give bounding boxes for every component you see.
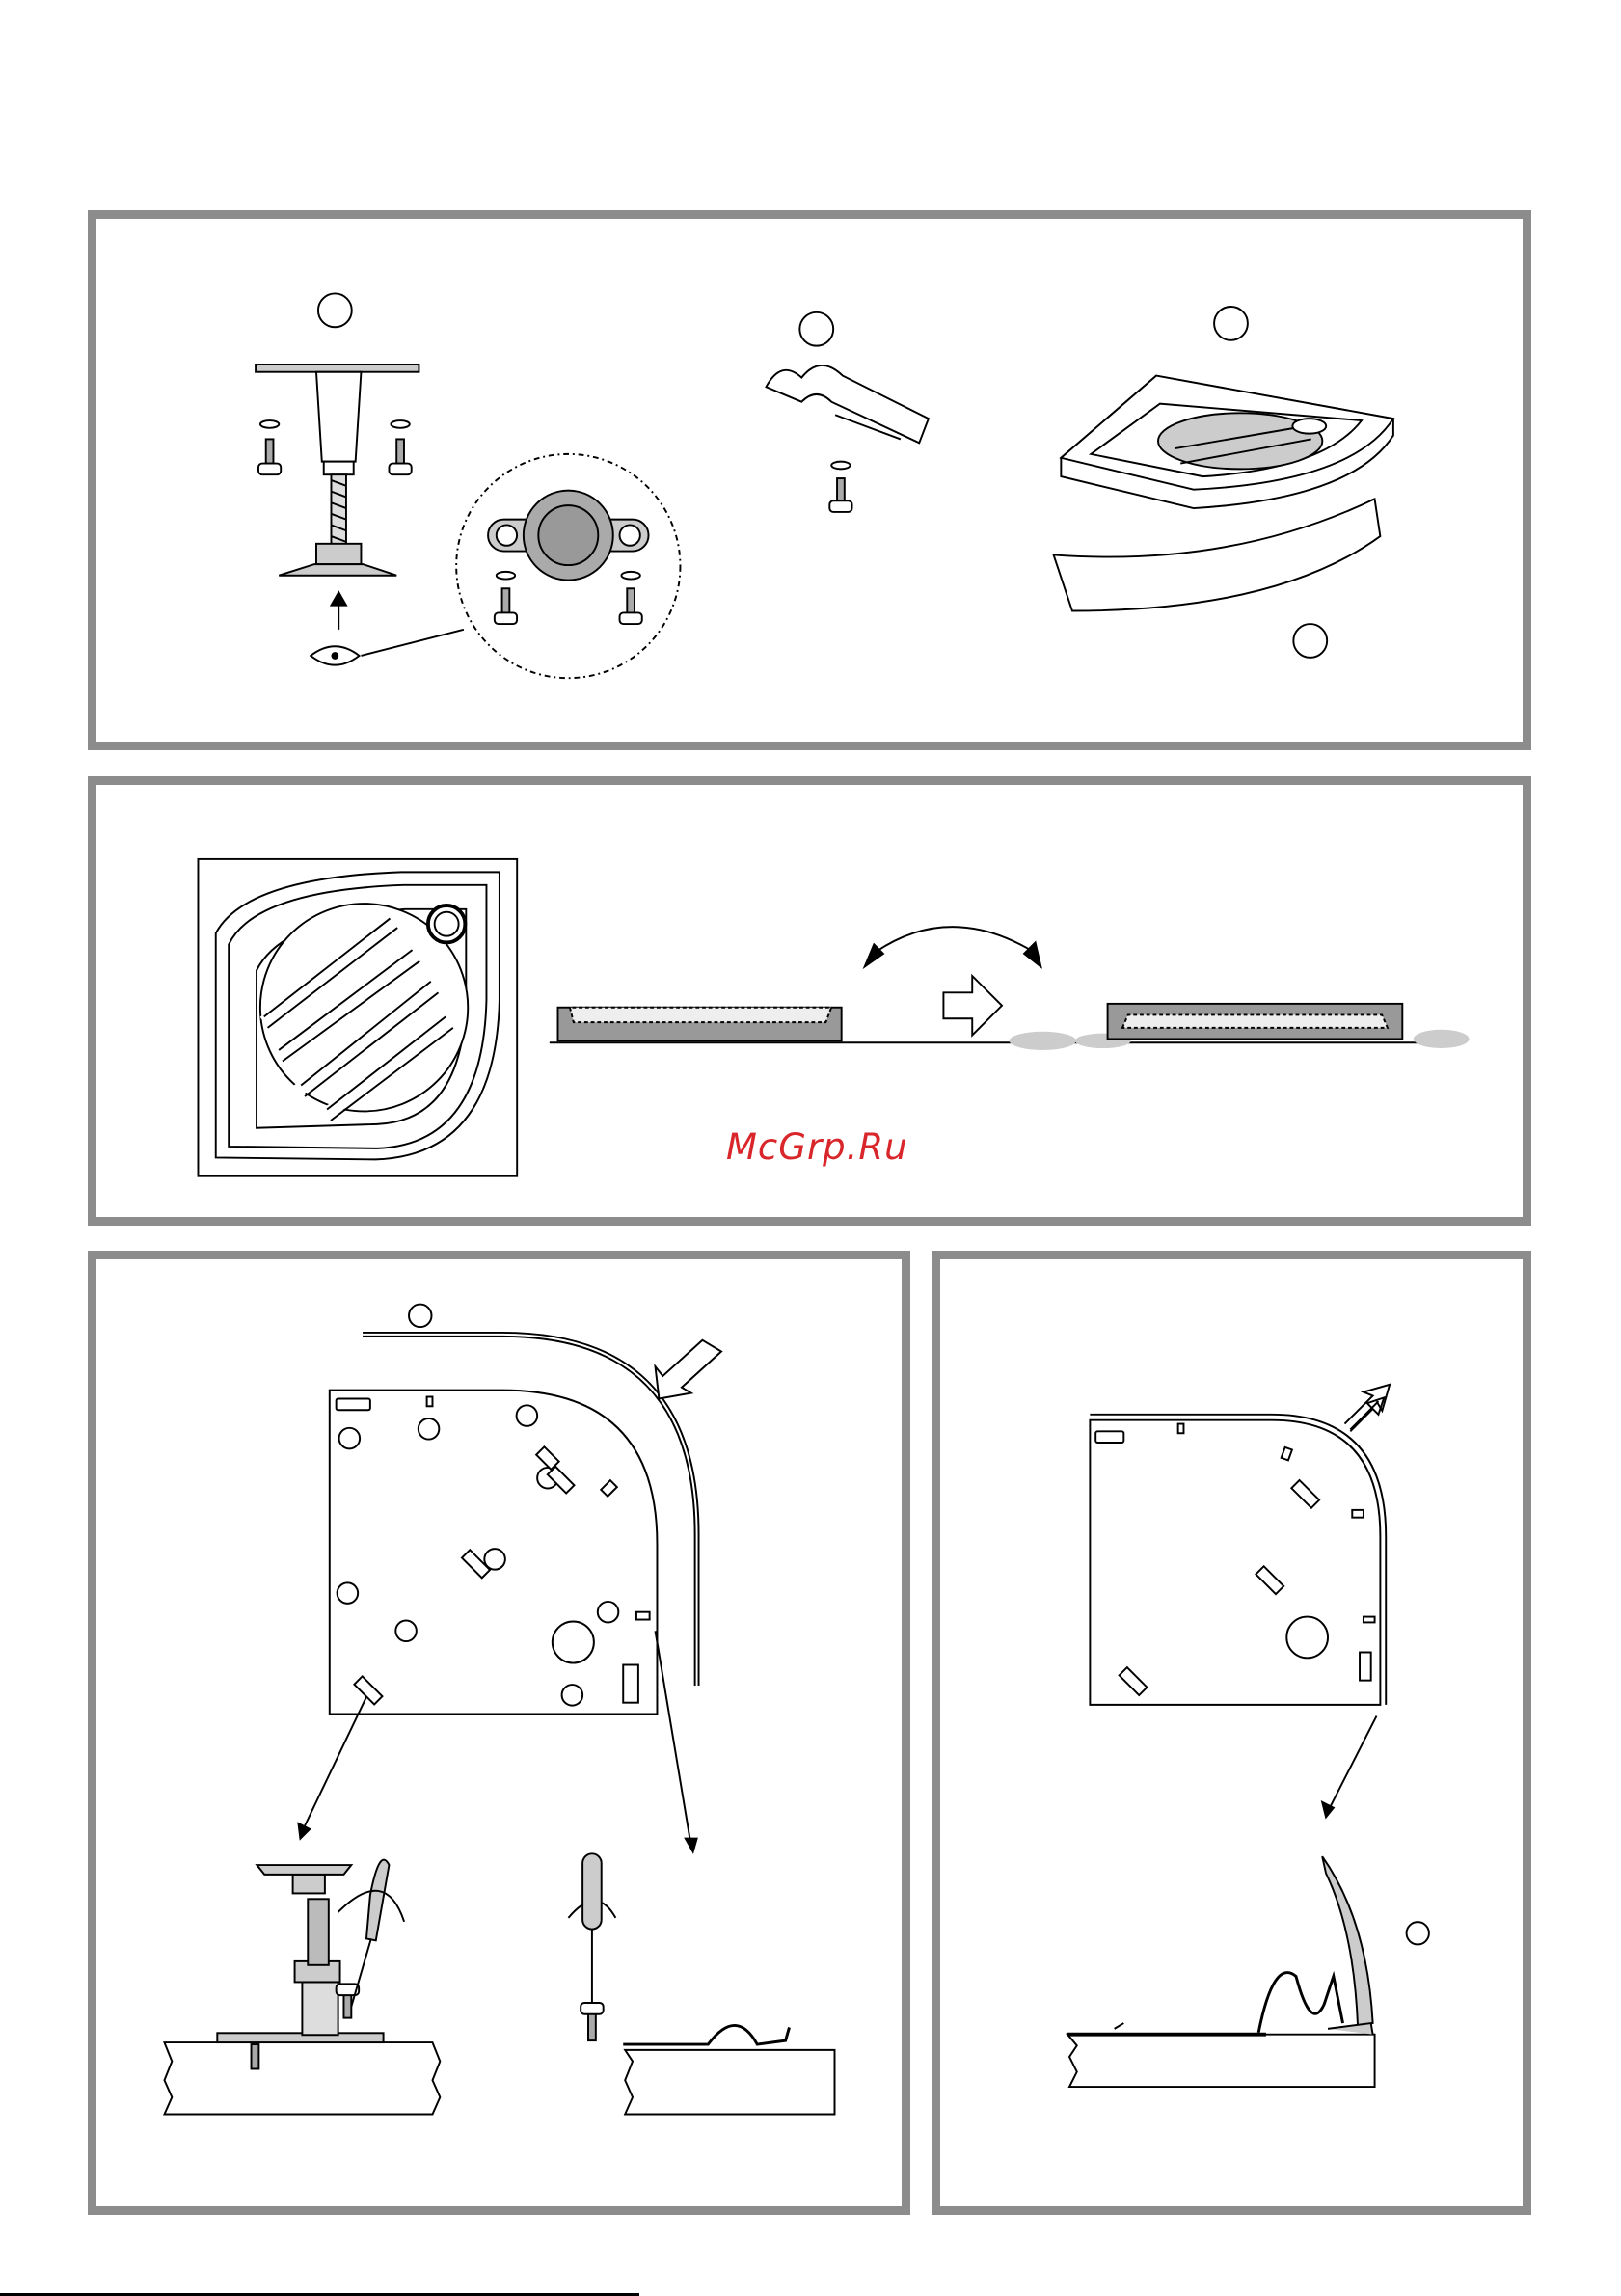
- foot-detail-icon: [164, 1865, 440, 2114]
- levelling-panel: McGrp.Ru: [88, 776, 1531, 1226]
- panel-fit-illustration: [940, 1259, 1523, 2206]
- eye-icon: [311, 630, 464, 665]
- shower-tray-icon: [1061, 376, 1393, 508]
- tray-underside-icon: [298, 1391, 696, 1852]
- parts-illustration: [96, 219, 1523, 742]
- front-panel-icon: [1054, 499, 1381, 610]
- foot-base-detail-icon: [456, 454, 680, 678]
- watermark-text: McGrp.Ru: [726, 1126, 908, 1168]
- tray-underside-icon: [1090, 1385, 1390, 1818]
- tray-top-view-icon: [198, 859, 517, 1176]
- mounting-clip-icon: [766, 365, 928, 512]
- clip-detail-icon: [581, 2003, 834, 2115]
- panel-fit-panel: [932, 1251, 1531, 2215]
- panel-clip-detail-icon: [1067, 1856, 1429, 2087]
- fixing-panel: [88, 1251, 910, 2215]
- parts-panel: [88, 210, 1531, 750]
- right-arrow-icon: [865, 927, 1041, 1035]
- fixing-illustration: [96, 1259, 902, 2206]
- screwdriver-icon: [338, 1853, 616, 2007]
- adjustable-foot-icon: [256, 365, 419, 630]
